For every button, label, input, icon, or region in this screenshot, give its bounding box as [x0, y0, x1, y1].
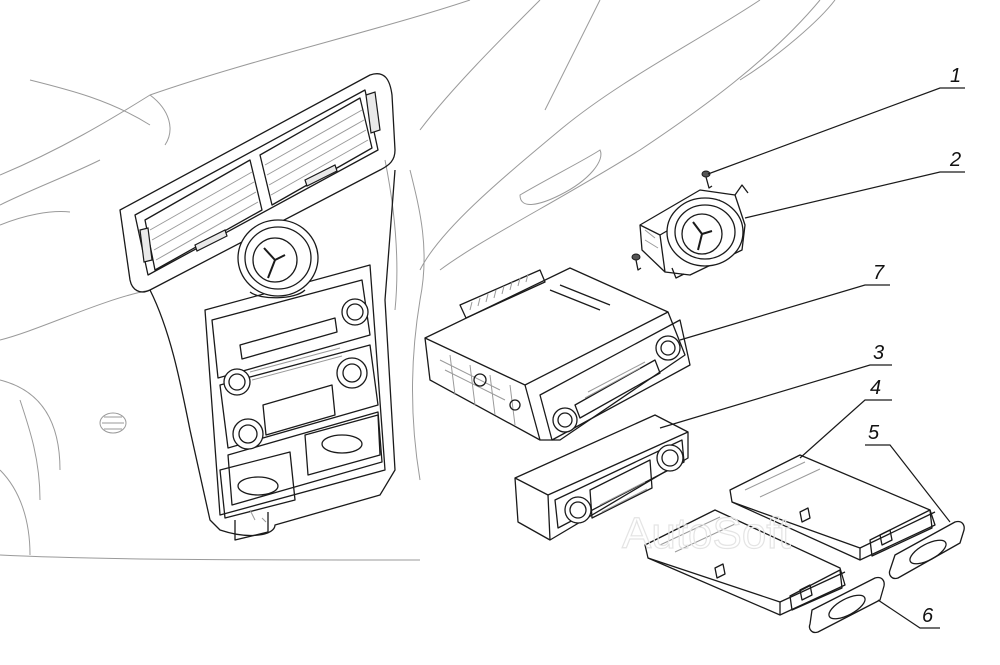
part-cover-upper — [888, 520, 965, 580]
callout-4: 4 — [870, 377, 881, 399]
callout-labels: 1 2 7 3 4 5 6 — [868, 65, 961, 627]
dashboard-center-console — [149, 169, 396, 541]
callout-3: 3 — [873, 342, 884, 364]
callout-1: 1 — [950, 65, 961, 87]
callout-5: 5 — [868, 422, 880, 444]
callout-6: 6 — [922, 605, 934, 627]
callout-2: 2 — [949, 149, 961, 171]
watermark-text: AutoSoft — [622, 509, 791, 558]
part-mounting-frame-lower — [644, 509, 846, 616]
part-mounting-frame-upper — [729, 454, 936, 561]
part-frame — [514, 414, 689, 541]
part-head-unit — [424, 267, 691, 441]
part-cover-lower — [808, 576, 885, 634]
dashboard-outline — [0, 0, 836, 561]
dashboard-clock — [237, 219, 319, 299]
leader-lines — [659, 87, 965, 629]
dashboard-vents — [119, 73, 396, 293]
part-screw — [631, 170, 713, 271]
part-clock-module — [639, 184, 749, 279]
callout-7: 7 — [873, 262, 885, 284]
